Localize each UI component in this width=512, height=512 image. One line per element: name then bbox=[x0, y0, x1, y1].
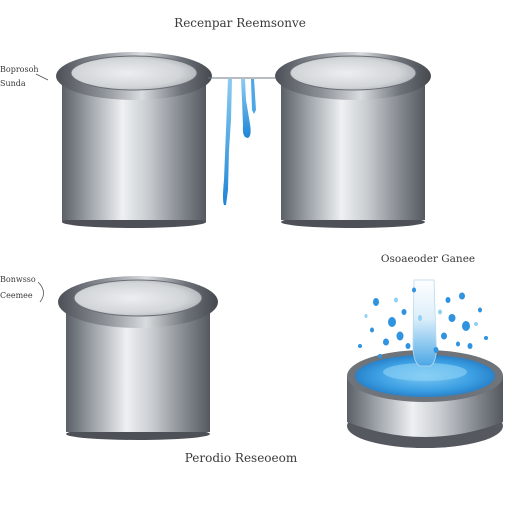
middle-left-side-label-line2: Ceemee bbox=[0, 291, 33, 300]
middle-left-side-label: Bonwsso Ceemee bbox=[0, 275, 44, 303]
middle-left-side-label-line1: Bonwsso bbox=[0, 275, 36, 284]
container-lid bbox=[73, 279, 203, 317]
water-drip bbox=[241, 79, 251, 138]
water-drip-group bbox=[208, 77, 276, 205]
splash-droplets bbox=[358, 287, 488, 358]
container-lid bbox=[289, 55, 417, 91]
water-pool-highlight bbox=[383, 363, 467, 381]
top-left-side-label-line1: Boprosoh bbox=[0, 65, 39, 74]
container-top-left bbox=[56, 52, 212, 228]
middle-left-leader-line bbox=[37, 281, 44, 303]
top-title: Recenpar Reemsonve bbox=[174, 16, 306, 30]
top-left-leader-line bbox=[35, 73, 49, 81]
water-stream-long bbox=[223, 79, 232, 205]
water-drip-small bbox=[251, 79, 256, 114]
splash-droplets-light bbox=[364, 297, 478, 326]
container-top-right bbox=[275, 52, 431, 228]
top-left-side-label-line2: Sunda bbox=[0, 79, 26, 88]
container-bottom-left bbox=[58, 276, 218, 440]
splash-pool bbox=[347, 279, 503, 448]
container-body bbox=[281, 84, 425, 220]
container-body-front bbox=[62, 84, 206, 220]
container-body bbox=[66, 308, 210, 432]
top-left-side-label: Boprosoh Sunda bbox=[0, 65, 49, 88]
right-caption: Osoaeoder Ganee bbox=[381, 253, 475, 265]
bottom-title: Perodio Reseoeom bbox=[185, 451, 298, 465]
falling-stream bbox=[412, 279, 437, 367]
container-lid bbox=[70, 55, 198, 91]
